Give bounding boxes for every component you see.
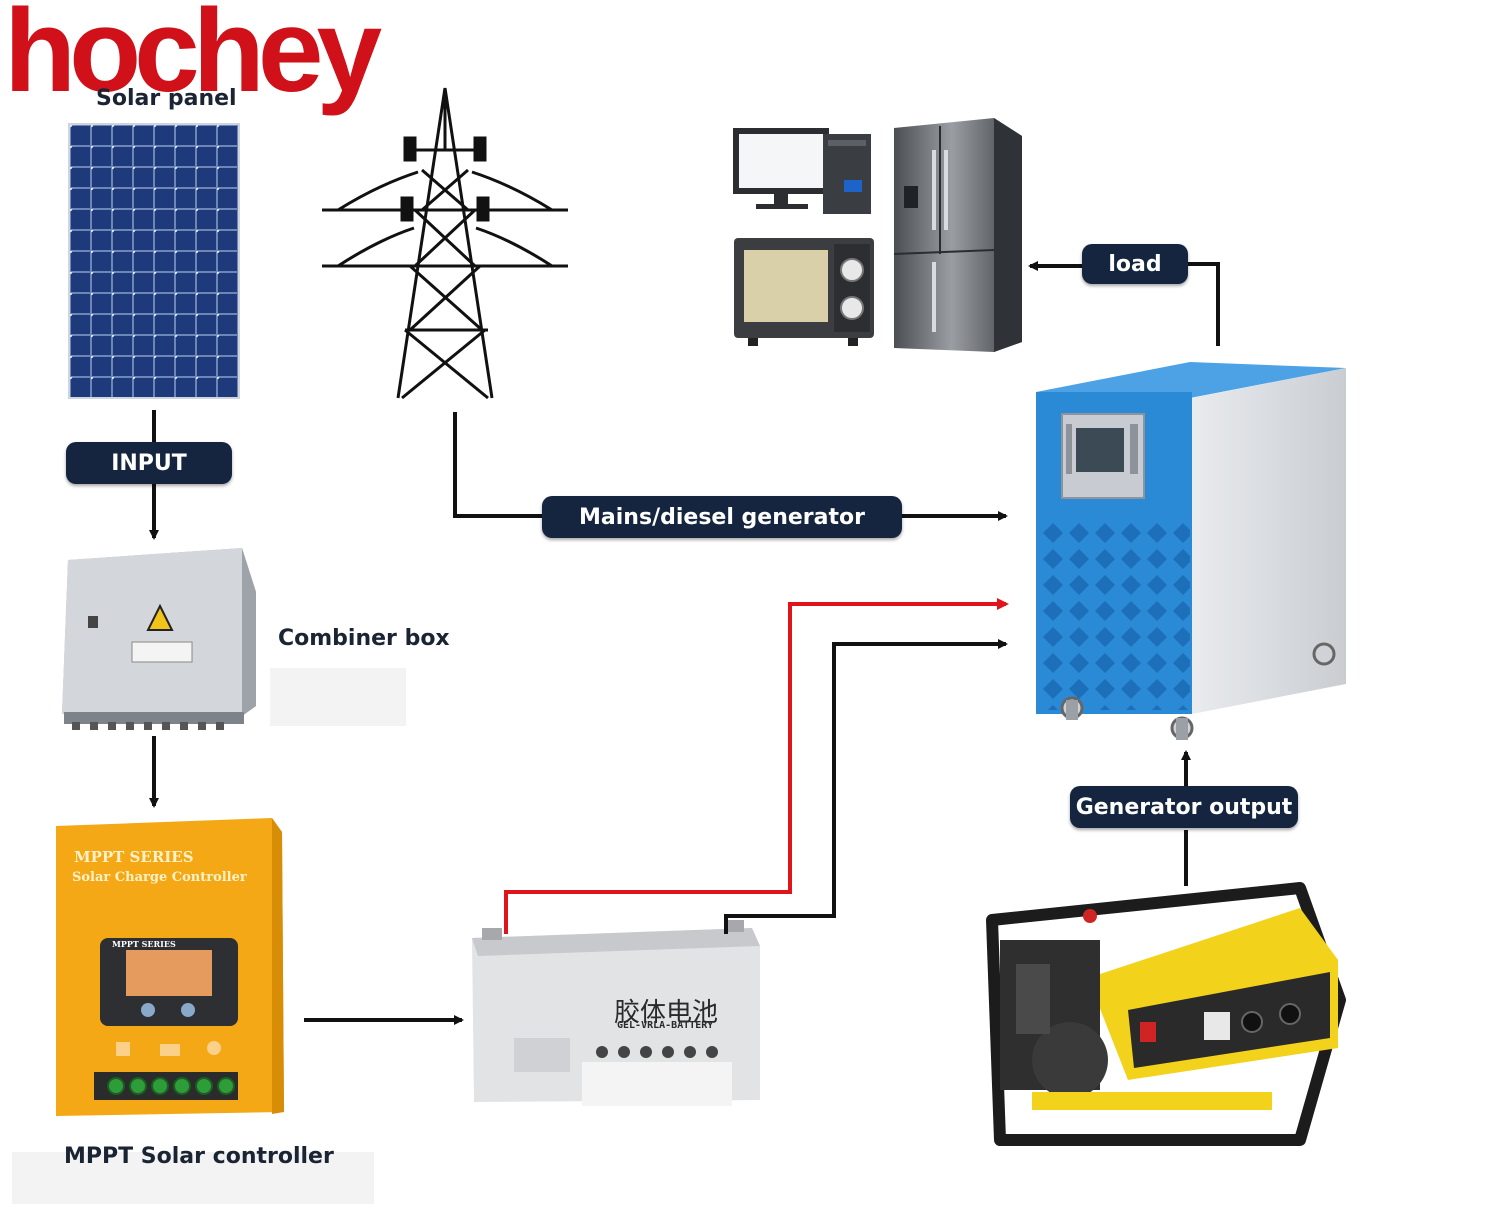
generator-image (986, 882, 1346, 1146)
battery-image (472, 920, 760, 1106)
battery-positive-wire (504, 598, 1009, 934)
combiner-box-label: Combiner box (278, 626, 450, 651)
controller-screen-series-text: MPPT SERIES (112, 939, 176, 949)
battery-chinese-text: 胶体电池 (614, 998, 719, 1028)
microwave-image (734, 238, 874, 346)
connector-lines (149, 261, 1220, 1025)
mains-diesel-generator-pill: Mains/diesel generator (542, 496, 902, 538)
computer-image (733, 128, 871, 214)
brand-logo: hochey (4, 0, 382, 117)
generator-output-pill: Generator output (1070, 786, 1298, 828)
input-pill: INPUT (66, 442, 232, 484)
controller-series-text: MPPT SERIES (74, 848, 194, 866)
transmission-tower-image (322, 87, 568, 400)
controller-subtitle-text: Solar Charge Controller (72, 870, 247, 885)
controller-label-background (12, 1152, 374, 1204)
solar-panel-image (68, 123, 240, 399)
battery-negative-wire (724, 639, 1008, 934)
combiner-box-image (62, 548, 256, 730)
refrigerator-image (893, 118, 1022, 352)
load-pill: load (1082, 244, 1188, 284)
blank-label-area (270, 668, 406, 726)
tower-to-mains-line (453, 412, 544, 518)
mppt-controller-image (56, 818, 284, 1116)
inverter-image (1036, 362, 1346, 740)
solar-panel-label: Solar panel (96, 86, 237, 111)
battery-english-text: GEL-VRLA-BATTERY (617, 1020, 714, 1031)
mppt-controller-label: MPPT Solar controller (64, 1144, 334, 1169)
inverter-to-load-line (1188, 262, 1220, 346)
